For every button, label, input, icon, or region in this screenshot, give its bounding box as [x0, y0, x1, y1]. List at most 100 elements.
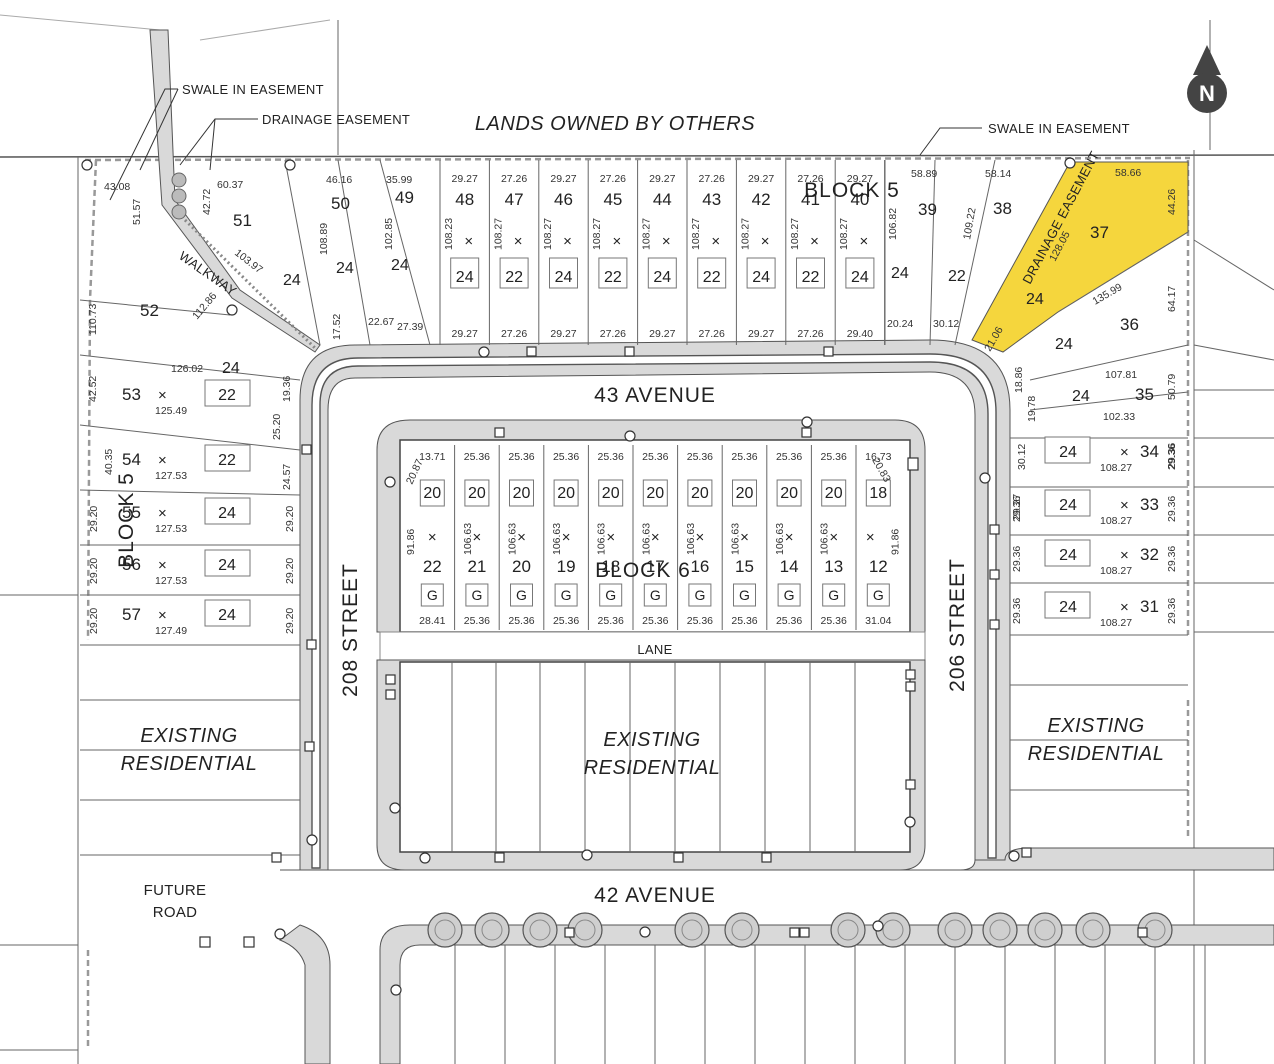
- svg-text:22: 22: [505, 269, 523, 286]
- svg-text:91.86: 91.86: [890, 529, 902, 555]
- swale-label-right: SWALE IN EASEMENT: [988, 121, 1130, 136]
- svg-text:37: 37: [1090, 223, 1109, 242]
- svg-text:27.26: 27.26: [600, 173, 626, 185]
- svg-text:24: 24: [456, 269, 474, 286]
- svg-text:18.86: 18.86: [1013, 367, 1025, 393]
- svg-text:27.26: 27.26: [501, 173, 527, 185]
- svg-text:44: 44: [653, 190, 672, 209]
- svg-text:G: G: [605, 587, 616, 603]
- svg-text:35: 35: [1135, 385, 1154, 404]
- svg-text:×: ×: [696, 529, 705, 546]
- svg-text:24: 24: [336, 260, 354, 277]
- svg-text:29.27: 29.27: [1011, 494, 1023, 520]
- svg-text:24: 24: [283, 272, 301, 289]
- svg-text:G: G: [739, 587, 750, 603]
- svg-text:22: 22: [218, 452, 236, 469]
- svg-text:×: ×: [428, 529, 437, 546]
- svg-text:127.53: 127.53: [155, 575, 187, 587]
- svg-text:29.36: 29.36: [1166, 496, 1178, 522]
- leader-lines: [109, 88, 982, 201]
- svg-text:×: ×: [158, 387, 167, 404]
- svg-text:28.41: 28.41: [419, 615, 445, 627]
- svg-text:19: 19: [557, 557, 576, 576]
- svg-text:49: 49: [395, 188, 414, 207]
- svg-text:45: 45: [603, 190, 622, 209]
- 42-avenue-label: 42 AVENUE: [594, 884, 716, 907]
- svg-text:18: 18: [869, 485, 887, 502]
- svg-text:×: ×: [158, 557, 167, 574]
- svg-text:64.17: 64.17: [1166, 286, 1178, 312]
- svg-text:20: 20: [423, 485, 441, 502]
- svg-text:106.63: 106.63: [640, 523, 652, 555]
- svg-text:×: ×: [785, 529, 794, 546]
- svg-text:48: 48: [455, 190, 474, 209]
- svg-text:58.14: 58.14: [985, 168, 1011, 180]
- svg-text:108.27: 108.27: [1100, 515, 1132, 527]
- svg-text:106.63: 106.63: [774, 523, 786, 555]
- utility-markers: [81, 157, 1148, 996]
- svg-text:25.36: 25.36: [642, 451, 668, 463]
- svg-text:22: 22: [948, 268, 966, 285]
- svg-text:27.26: 27.26: [699, 328, 725, 340]
- svg-text:24: 24: [222, 360, 240, 377]
- svg-text:×: ×: [662, 233, 671, 250]
- svg-text:G: G: [561, 587, 572, 603]
- svg-text:24: 24: [218, 505, 236, 522]
- svg-text:19.36: 19.36: [281, 376, 293, 402]
- svg-text:127.49: 127.49: [155, 625, 187, 637]
- svg-text:40: 40: [850, 190, 869, 209]
- svg-text:29.27: 29.27: [649, 328, 675, 340]
- svg-text:20.24: 20.24: [887, 318, 913, 330]
- south-lot-lines: [454, 945, 1206, 1064]
- svg-text:108.27: 108.27: [1100, 565, 1132, 577]
- svg-text:46: 46: [554, 190, 573, 209]
- existing-residential-mid-2: RESIDENTIAL: [584, 757, 721, 779]
- block-6-label: BLOCK 6: [595, 559, 691, 582]
- svg-text:29.27: 29.27: [649, 173, 675, 185]
- svg-text:91.86: 91.86: [405, 529, 417, 555]
- block-5-left-label: BLOCK 5: [115, 472, 138, 568]
- svg-text:24: 24: [1055, 336, 1073, 353]
- svg-text:43: 43: [702, 190, 721, 209]
- svg-text:108.27: 108.27: [492, 218, 504, 250]
- svg-text:24: 24: [1059, 497, 1077, 514]
- svg-text:×: ×: [651, 529, 660, 546]
- svg-text:25.36: 25.36: [687, 451, 713, 463]
- svg-text:125.49: 125.49: [155, 405, 187, 417]
- svg-text:20: 20: [512, 557, 531, 576]
- lane-label: LANE: [637, 642, 672, 657]
- existing-residential-mid-lines: [451, 662, 856, 852]
- svg-text:33: 33: [1140, 495, 1159, 514]
- svg-text:×: ×: [866, 529, 875, 546]
- 206-street-label: 206 STREET: [946, 558, 969, 692]
